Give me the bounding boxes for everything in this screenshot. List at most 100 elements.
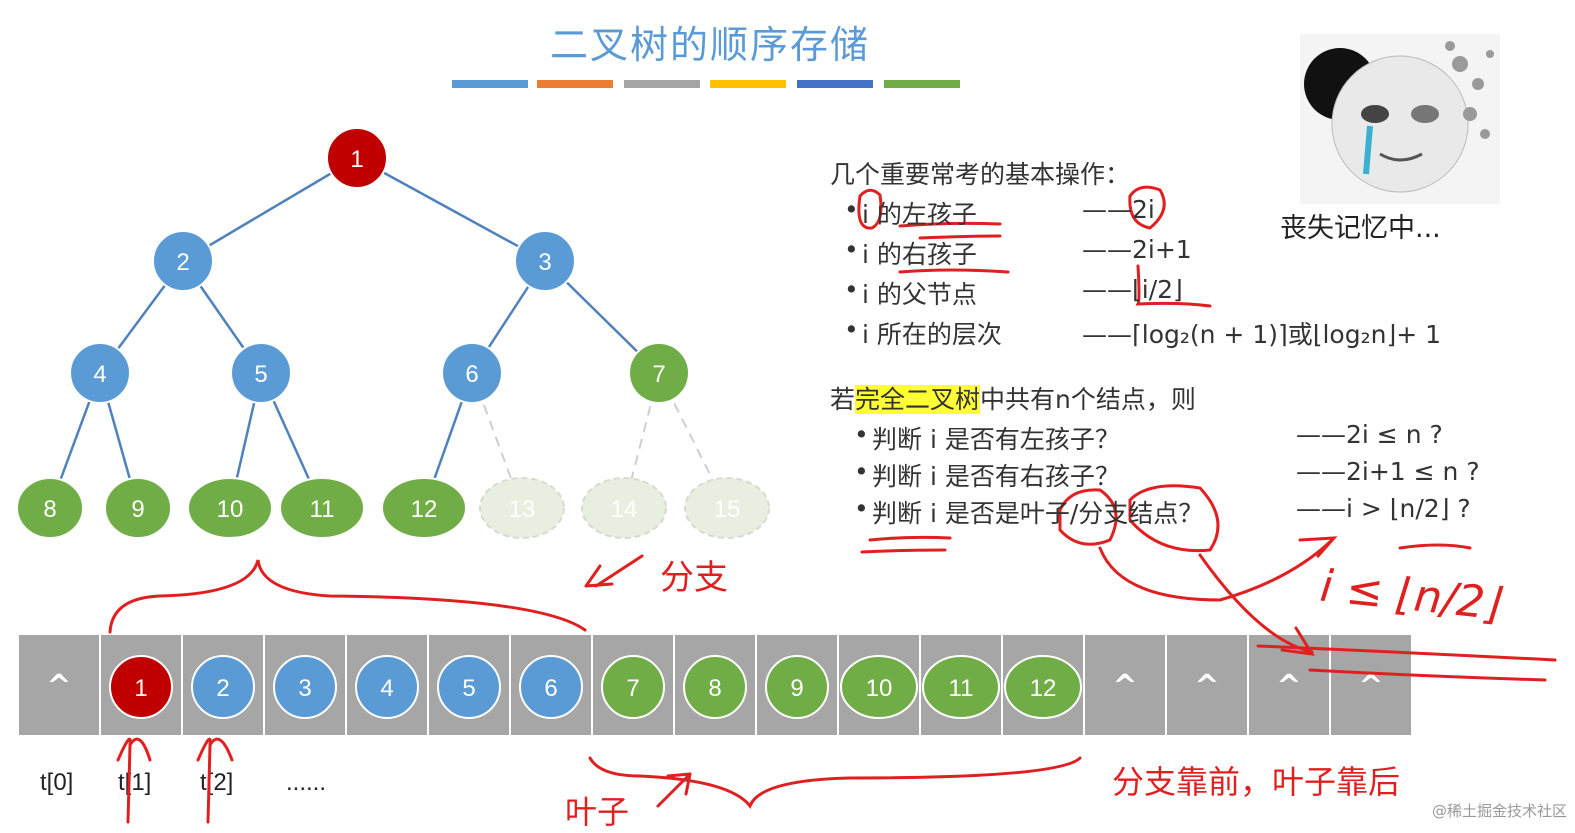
tree-node-12 [381,477,467,539]
title-bar-0 [452,80,528,88]
red-annotation-stroke [1058,488,1118,546]
red-annotation-stroke [666,772,692,796]
op-bullet: • [844,195,859,224]
tree-edge [356,156,546,263]
complete-heading: 若完全二叉树中共有n个结点，则 [830,380,1196,416]
tree-node-15 [684,477,770,539]
tree-node-1 [326,127,388,189]
tree-node-8 [16,477,84,539]
complete-bullet: • [854,420,869,449]
tree-node-label: 3 [538,249,551,276]
complete-right: ——2i ≤ n ? [1296,420,1443,449]
tree-node-14 [581,477,667,539]
array-null-marker: ^ [1194,669,1219,704]
op-left: i 的右孩子 [862,240,977,269]
array-null-marker: ^ [1276,669,1301,704]
array-node-3 [273,655,337,719]
complete-left: 判断 i 是否是叶子/分支结点？ [872,499,1204,528]
red-annotation-stroke [868,535,952,542]
array-cell [1083,633,1167,737]
tree-node-4 [69,342,131,404]
array-node-label: 1 [134,675,147,702]
index-label: t[1] [118,769,151,796]
red-annotation-stroke [1280,626,1315,656]
op-right: ——2i+1 [1082,235,1192,264]
op-left: i 的父节点 [862,280,977,309]
red-annotation-stroke [857,188,883,230]
complete-left: 判断 i 是否有右孩子？ [872,462,1120,491]
index-label: ...... [286,769,326,796]
red-annotation-stroke [594,554,644,588]
op-bullet: • [844,275,859,304]
red-annotation-stroke [1308,668,1547,682]
tree-node-label: 10 [217,496,244,523]
tree-node-label: 14 [611,496,638,523]
array-node-5 [437,655,501,719]
complete-suffix: 中共有n个结点，则 [980,385,1196,414]
op-bullet: • [844,235,859,264]
array-node-label: 9 [790,675,803,702]
title-bar-2 [624,80,700,88]
array-node-1 [109,655,173,719]
array-node-label: 3 [298,675,311,702]
op-bullet: • [844,315,859,344]
tree-node-label: 2 [176,249,189,276]
page-title: 二叉树的顺序存储 [549,23,870,67]
title-bar-5 [884,80,960,88]
red-annotation-stroke [1128,185,1166,230]
leaf-label: 叶子 [565,793,630,831]
tree-node-label: 5 [254,361,267,388]
complete-right: ——i > ⌊n/2⌋ ? [1296,494,1471,523]
red-annotation-stroke [656,772,692,808]
tree-node-label: 7 [652,361,665,388]
array-node-9 [765,655,829,719]
complete-right: ——2i+1 ≤ n ? [1296,457,1480,486]
red-annotation-stroke [1098,538,1334,602]
tree-node-label: 1 [350,146,363,173]
tree-node-2 [152,230,214,292]
complete-bullet: • [854,457,869,486]
complete-left: 判断 i 是否有左孩子？ [872,425,1120,454]
red-annotation-stroke [1398,543,1472,550]
tree-node-11 [279,477,365,539]
tree-node-13 [479,477,565,539]
array-node-2 [191,655,255,719]
array-null-marker: ^ [1112,669,1137,704]
red-annotation-stroke [1128,484,1220,553]
red-annotation-stroke [128,737,152,762]
op-left: i 的左孩子 [862,200,977,229]
op-right: ——⌈log₂(n + 1)⌉或⌊log₂n⌋+ 1 [1082,320,1442,349]
complete-prefix: 若 [830,385,856,414]
red-annotation-stroke [584,564,614,588]
array-node-label: 12 [1030,675,1057,702]
tree-node-label: 4 [93,361,106,388]
red-annotation-stroke [1256,644,1557,662]
red-annotation-stroke [898,221,1002,228]
red-annotation-stroke [208,737,234,762]
tree-node-label: 11 [310,496,335,523]
title-bar-4 [797,80,873,88]
array-node-10 [840,655,918,719]
branch-label: 分支 [660,558,728,598]
red-annotation-stroke [918,234,1002,240]
panda-meme-image [1300,34,1500,204]
red-annotation-stroke [588,756,1082,810]
tree-node-label: 12 [411,496,438,523]
array-node-8 [683,655,747,719]
array-node-label: 2 [216,675,229,702]
op-right: ——⌊i/2⌋ [1082,275,1183,304]
tree-node-label: 15 [714,496,741,523]
title-bar-1 [537,80,613,88]
red-annotation-stroke [860,548,947,554]
complete-bullet: • [854,494,869,523]
tree-node-10 [187,477,273,539]
array-null-marker: ^ [46,669,71,704]
tree-node-6 [441,342,503,404]
op-left: i 所在的层次 [862,320,1002,349]
tree-node-9 [104,477,172,539]
tree-node-label: 8 [43,496,56,523]
tree-node-5 [230,342,292,404]
array-node-label: 5 [462,675,475,702]
tree-node-label: 9 [131,496,144,523]
